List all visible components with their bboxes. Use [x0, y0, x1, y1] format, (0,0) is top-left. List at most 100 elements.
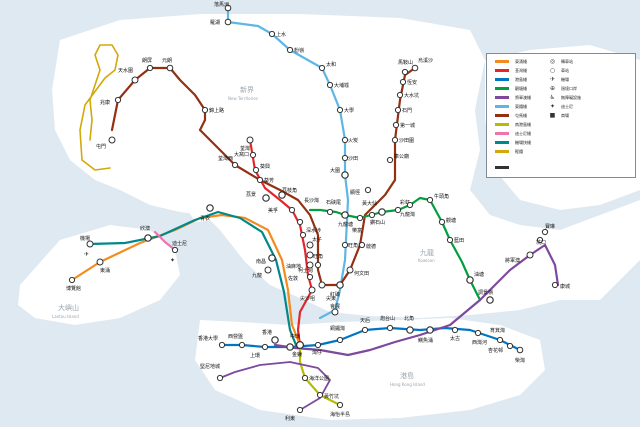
- station-tai-po-market[interactable]: 大埔墟: [326, 81, 349, 89]
- station-tin-hau[interactable]: 天后: [360, 317, 370, 334]
- station-fo-tan[interactable]: 火炭: [341, 136, 358, 144]
- station-shau-kei-wan[interactable]: 筲箕灣: [490, 327, 505, 344]
- station-kam-sheung-road[interactable]: 錦上路: [201, 106, 224, 114]
- station-lai-king[interactable]: 荔景: [246, 191, 270, 202]
- station-fanling[interactable]: 粉嶺: [286, 46, 304, 54]
- station-hang-hau[interactable]: 坑口: [536, 236, 546, 246]
- station-shek-mun[interactable]: 石門: [394, 106, 412, 114]
- station-quarry-bay[interactable]: 鰂魚涌: [418, 326, 434, 344]
- station-austin[interactable]: 柯士甸: [298, 261, 322, 274]
- station-sai-ying-pun[interactable]: 西營盤: [228, 333, 246, 349]
- station-lai-chi-kok[interactable]: 荔枝角: [282, 187, 297, 214]
- station-shek-kip-mei[interactable]: 石硤尾: [326, 199, 341, 216]
- station-tai-wo[interactable]: 太和: [318, 61, 336, 72]
- station-mei-foo[interactable]: 美孚: [268, 191, 286, 214]
- station-kai-tak[interactable]: 啟德: [358, 241, 376, 250]
- station-prince-edward[interactable]: 太子: [306, 236, 322, 249]
- station-south-horizons[interactable]: 海怡半島: [330, 401, 350, 418]
- station-tiu-keng-leng[interactable]: 調景嶺: [478, 289, 494, 304]
- station-fortress-hill[interactable]: 炮台山: [380, 315, 395, 332]
- station-kowloon-bay[interactable]: 九龍灣: [400, 201, 415, 218]
- station-choi-hung[interactable]: 彩虹: [394, 199, 410, 214]
- station-sai-wan-ho[interactable]: 西灣河: [472, 329, 487, 346]
- station-label: 荃灣: [240, 145, 250, 152]
- station-hin-keng[interactable]: 顯徑: [350, 186, 372, 196]
- station-kwai-hing[interactable]: 葵興: [252, 163, 270, 174]
- station-lei-tung[interactable]: 利東: [285, 406, 304, 422]
- station-tsim-sha-tsui[interactable]: 尖沙咀: [300, 286, 316, 302]
- station-sham-shui-po[interactable]: 深水埗: [299, 227, 321, 239]
- legend-line-label: 屯馬綫: [515, 113, 527, 118]
- disney-icon: ✦: [549, 103, 556, 110]
- station-tuen-mun[interactable]: 屯門: [96, 136, 116, 150]
- station-ngau-tau-kok[interactable]: 牛頭角: [426, 193, 449, 204]
- station-lok-fu[interactable]: 樂富: [352, 214, 364, 234]
- station-kwai-fong[interactable]: 葵芳: [256, 176, 274, 184]
- station-city-one[interactable]: 第一城: [392, 121, 415, 129]
- station-asiaworld-expo[interactable]: 博覽館: [66, 276, 81, 292]
- station-yau-tong[interactable]: 油塘: [466, 271, 484, 284]
- station-tai-shui-hang[interactable]: 大水坑: [396, 91, 419, 99]
- station-hku[interactable]: 香港大學: [198, 335, 226, 349]
- station-po-lam[interactable]: 寶琳: [541, 223, 555, 236]
- station-lam-tin[interactable]: 藍田: [446, 236, 464, 244]
- station-label: 長沙灣: [304, 197, 319, 204]
- station-nam-cheong[interactable]: 南昌: [256, 254, 276, 265]
- station-university[interactable]: 大學: [336, 106, 354, 114]
- station-mong-kok-east[interactable]: 旺角東: [341, 241, 363, 249]
- station-admiralty[interactable]: 金鐘: [292, 341, 305, 358]
- station-jordan[interactable]: 佐敦: [288, 273, 314, 282]
- station-label: 香港: [262, 329, 272, 336]
- station-sheung-shui[interactable]: 上水: [268, 30, 286, 38]
- station-wu-kai-sha[interactable]: 烏溪沙: [411, 57, 433, 72]
- station-disneyland[interactable]: 迪士尼: [171, 240, 187, 254]
- station-tung-chung[interactable]: 東涌: [96, 258, 110, 274]
- station-wong-tai-sin[interactable]: 黃大仙: [362, 200, 377, 219]
- station-lohas-park[interactable]: 康城: [551, 281, 570, 290]
- station-exhibition-centre[interactable]: 會展: [330, 303, 340, 316]
- station-sha-tin-wai[interactable]: 沙田圍: [391, 136, 414, 144]
- station-cheung-sha-wan[interactable]: 長沙灣: [296, 197, 319, 226]
- station-kwun-tong[interactable]: 觀塘: [438, 217, 456, 226]
- station-chai-wan[interactable]: 柴灣: [515, 346, 525, 364]
- station-diamond-hill[interactable]: 鑽石山: [370, 208, 386, 226]
- station-east-tsim-sha-tsui[interactable]: 尖東: [318, 281, 336, 302]
- station-sha-tin[interactable]: 沙田: [341, 154, 358, 162]
- station-lok-ma-chau[interactable]: 落馬洲: [214, 1, 232, 12]
- station-kowloon[interactable]: 九龍: [252, 266, 272, 279]
- station-wong-chuk-hang[interactable]: 黃竹坑: [316, 391, 339, 400]
- station-heng-on[interactable]: 恆安: [399, 78, 417, 86]
- station-tai-wo-hau[interactable]: 大窩口: [234, 151, 257, 159]
- station-tseung-kwan-o[interactable]: 將軍澳: [505, 251, 534, 264]
- station-label: 九龍塘: [338, 221, 353, 228]
- station-label: 東涌: [100, 267, 110, 274]
- station-tai-koo[interactable]: 太古: [450, 326, 460, 342]
- station-yuen-long[interactable]: 元朗: [162, 57, 174, 72]
- station-hong-kong[interactable]: 香港: [262, 329, 279, 344]
- station-che-kung-temple[interactable]: 車公廟: [386, 153, 409, 164]
- station-tai-wai[interactable]: 大圍: [330, 167, 349, 179]
- station-central[interactable]: 中環: [286, 333, 300, 351]
- station-tsing-yi[interactable]: 青衣: [200, 204, 214, 222]
- station-airport[interactable]: 機場: [80, 235, 94, 248]
- station-lo-wu[interactable]: 羅湖: [210, 18, 232, 26]
- station-causeway-bay[interactable]: 銅鑼灣: [330, 325, 345, 344]
- station-ho-man-tin[interactable]: 何文田: [346, 266, 369, 277]
- station-long-ping[interactable]: 朗屏: [142, 57, 154, 72]
- station-ocean-park[interactable]: 海洋公園: [301, 374, 329, 382]
- station-ma-on-shan[interactable]: 馬鞍山: [398, 59, 413, 76]
- station-hung-hom[interactable]: 紅磡: [330, 281, 344, 298]
- station-wan-chai[interactable]: 灣仔: [312, 341, 322, 356]
- station-tsuen-wan[interactable]: 荃灣: [240, 136, 254, 152]
- station-north-point[interactable]: 北角: [404, 315, 414, 334]
- station-kowloon-tong[interactable]: 九龍塘: [338, 211, 353, 228]
- station-tin-shui-wai[interactable]: 天水圍: [118, 67, 139, 84]
- station-yau-ma-tei[interactable]: 油麻地: [286, 261, 314, 270]
- station-tsuen-wan-west[interactable]: 荃灣西: [218, 155, 239, 169]
- station-kennedy-town[interactable]: 堅尼地城: [200, 363, 224, 382]
- station-sheung-wan[interactable]: 上環: [250, 343, 269, 359]
- station-siu-hong[interactable]: 兆康: [100, 96, 122, 106]
- station-mong-kok[interactable]: 旺角: [306, 251, 323, 260]
- station-heng-fa-chuen[interactable]: 杏花邨: [488, 342, 514, 354]
- station-sunny-bay[interactable]: 欣澳: [140, 225, 152, 242]
